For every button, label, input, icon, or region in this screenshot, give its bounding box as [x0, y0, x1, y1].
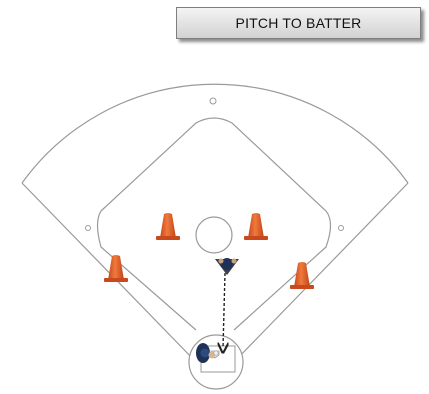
right-field-marker [338, 225, 344, 231]
pitcher-icon [215, 258, 239, 275]
second-base-marker [209, 97, 217, 105]
outfield-fence [21, 83, 409, 184]
pitch-to-batter-button[interactable]: PITCH TO BATTER [176, 7, 421, 39]
right-foul-line [233, 182, 409, 363]
batter-icon [196, 343, 219, 363]
cone-icon [290, 262, 314, 289]
left-field-marker [85, 225, 91, 231]
cone-icon [156, 213, 180, 240]
pitch-path-arrow [223, 272, 225, 348]
infield-diamond [96, 117, 332, 331]
pitch-to-batter-label: PITCH TO BATTER [235, 15, 362, 31]
left-foul-line [21, 182, 197, 363]
cone-icon [104, 255, 128, 282]
pitchers-mound [195, 216, 233, 254]
cone-icon [244, 213, 268, 240]
